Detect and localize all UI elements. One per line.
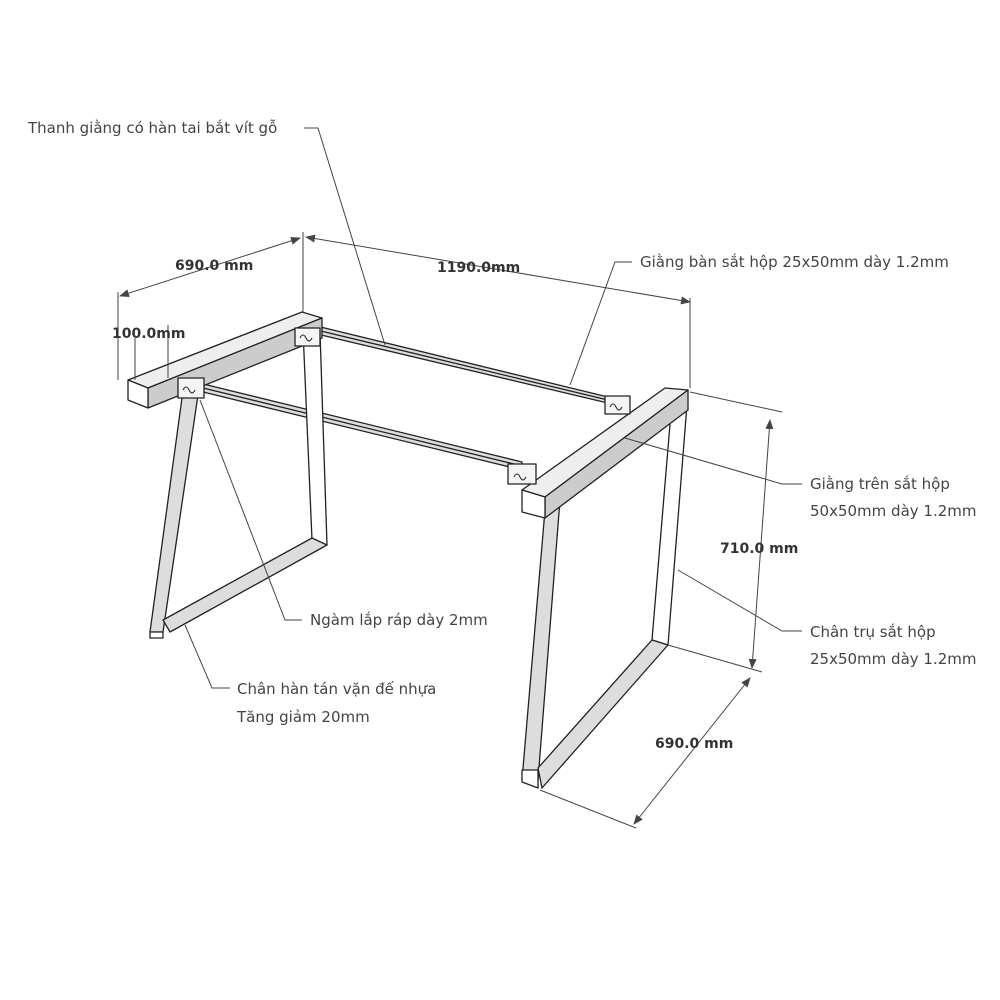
joint-wave-marks <box>182 334 623 481</box>
label-foot-1: Chân hàn tán vặn đế nhựa <box>237 680 437 698</box>
left-leg-frame <box>149 329 328 639</box>
label-top-brace-1: Giằng trên sắt hộp <box>810 475 950 493</box>
label-leg-post-1: Chân trụ sắt hộp <box>810 623 936 641</box>
dim-length: 1190.0mm <box>437 260 521 276</box>
label-foot-2: Tăng giảm 20mm <box>237 708 370 726</box>
label-leg-post-2: 25x50mm dày 1.2mm <box>810 650 977 668</box>
back-rail <box>299 321 613 405</box>
dim-height: 710.0 mm <box>720 541 799 557</box>
joint-plates <box>177 327 631 485</box>
label-top-brace-2: 50x50mm dày 1.2mm <box>810 502 977 520</box>
dim-depth-bottom: 690.0 mm <box>655 736 734 752</box>
right-top-beam <box>521 387 689 519</box>
dim-depth-top: 690.0 mm <box>175 258 254 274</box>
front-rail <box>194 381 523 471</box>
label-table-brace: Giằng bàn sắt hộp 25x50mm dày 1.2mm <box>640 253 949 271</box>
label-crossbar-tabs: Thanh giằng có hàn tai bắt vít gỗ <box>28 119 278 137</box>
dim-beam-height: 100.0mm <box>112 326 186 342</box>
dimension-lines <box>117 127 802 829</box>
label-joint: Ngàm lắp ráp dày 2mm <box>310 611 488 629</box>
